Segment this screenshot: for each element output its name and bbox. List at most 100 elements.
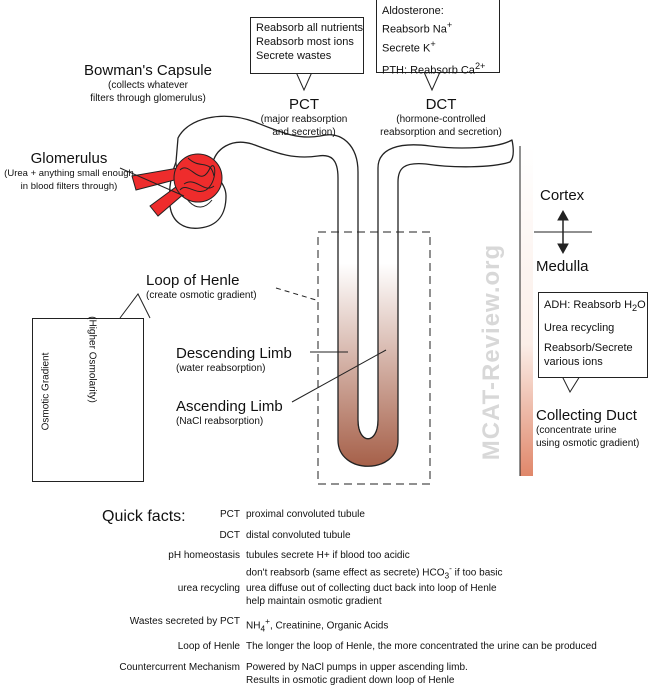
quick-fact-sub: 3	[444, 570, 450, 581]
pct-info-box	[250, 17, 364, 74]
loop-bend	[357, 419, 379, 440]
cortex-label: Cortex	[540, 187, 585, 204]
dct-sup: 2+	[474, 61, 486, 72]
quick-fact-text: if too basic	[451, 567, 503, 579]
dct-text: PTH: Reabsorb Ca	[382, 64, 475, 77]
pct-title: PCT	[289, 96, 319, 113]
quick-fact-value: tubules secrete H+ if blood too acidic d…	[246, 549, 656, 582]
bowman-title: Bowman's Capsule	[84, 62, 212, 79]
quick-fact-key: Loop of Henle	[177, 641, 240, 652]
quick-fact-sup: +	[265, 616, 270, 626]
leader-lines	[119, 167, 387, 403]
quick-fact-text: NH	[246, 620, 261, 632]
ascending-desc: (NaCl reabsorption)	[176, 416, 264, 427]
dct-box-line: Reabsorb Na+	[382, 18, 485, 37]
quick-fact-line: Powered by NaCl pumps in upper ascending…	[246, 662, 468, 673]
ascending-label: Ascending Limb (NaCl reabsorption)	[176, 398, 283, 428]
collecting-title: Collecting Duct	[536, 407, 637, 424]
quick-fact-key: DCT	[219, 530, 240, 541]
quick-fact-line: don't reabsorb (same effect as secrete) …	[246, 562, 656, 582]
quick-fact-value: proximal convoluted tubule	[246, 509, 365, 520]
adh-box-line: various ions	[544, 356, 603, 369]
double-arrow-icon	[557, 209, 569, 255]
dct-label: DCT (hormone-controlled reabsorption and…	[366, 96, 516, 139]
adh-text: O	[637, 299, 646, 311]
dct-title: DCT	[425, 96, 457, 113]
glomerulus-label: Glomerulus (Urea + anything small enough…	[0, 150, 138, 193]
quick-facts-title: Quick facts:	[102, 508, 186, 525]
adh-box-line: Urea recycling	[544, 322, 615, 335]
nephron-tubule	[168, 115, 514, 467]
pct-label: PCT (major reabsorption and secretion)	[244, 96, 364, 139]
quick-fact-key: pH homeostasis	[168, 550, 240, 561]
quick-fact-value: The longer the loop of Henle, the more c…	[246, 641, 597, 652]
glomerulus-title: Glomerulus	[30, 150, 108, 167]
collecting-desc: using osmotic gradient)	[536, 438, 640, 449]
pct-box-line: Secrete wastes	[256, 50, 332, 62]
quick-fact-line: tubules secrete H+ if blood too acidic	[246, 550, 410, 561]
quick-fact-key: PCT	[220, 509, 240, 520]
osmotic-gradient-label: Osmotic Gradient	[40, 352, 52, 431]
quick-fact-text: , Creatinine, Organic Acids	[269, 620, 389, 632]
loop-label: Loop of Henle (create osmotic gradient)	[146, 272, 257, 302]
glomerulus-desc: in blood filters through)	[20, 181, 118, 192]
quick-fact-value: NH4+, Creatinine, Organic Acids	[246, 615, 656, 635]
osmotic-gradient-box	[32, 318, 144, 482]
dct-text: Secrete K	[382, 42, 431, 55]
dct-info-box	[376, 0, 500, 73]
dct-box-line: Secrete K+	[382, 37, 485, 56]
bowman-desc: (collects whatever	[107, 80, 189, 91]
higher-osmolarity-label: (Higher Osmolarity)	[86, 316, 98, 403]
quick-fact-line: help maintain osmotic gradient	[246, 596, 382, 607]
loop-title: Loop of Henle	[146, 272, 240, 289]
pct-desc: and secretion)	[272, 127, 336, 138]
pct-box-line: Reabsorb most ions	[256, 36, 354, 48]
quick-fact-key: Countercurrent Mechanism	[119, 662, 240, 673]
quick-fact-sup: -	[449, 563, 452, 573]
quick-fact-key: urea recycling	[177, 583, 240, 594]
pct-desc: (major reabsorption	[260, 114, 348, 125]
collecting-desc: (concentrate urine	[536, 425, 617, 436]
dct-box-line: PTH: Reabsorb Ca2+	[382, 59, 485, 78]
adh-text: ADH: Reabsorb H	[544, 299, 633, 311]
quick-fact-text: don't reabsorb (same effect as secrete) …	[246, 567, 445, 579]
dct-box-text: Aldosterone: Reabsorb Na+ Secrete K+ PTH…	[382, 4, 485, 78]
glomerulus-vessels	[131, 167, 187, 217]
collecting-label: Collecting Duct (concentrate urine using…	[536, 407, 654, 450]
ascending-title: Ascending Limb	[176, 398, 283, 415]
collecting-duct	[520, 146, 533, 476]
dct-desc: reabsorption and secretion)	[380, 127, 502, 138]
dct-desc: (hormone-controlled	[396, 114, 486, 125]
pct-box-text: Reabsorb all nutrients Reabsorb most ion…	[256, 21, 363, 63]
bowman-desc: filters through glomerulus)	[90, 93, 206, 104]
dct-box-line: Aldosterone:	[382, 5, 444, 17]
quick-fact-key: Wastes secreted by PCT	[129, 616, 240, 627]
medulla-label: Medulla	[536, 258, 589, 275]
quick-fact-value: Powered by NaCl pumps in upper ascending…	[246, 661, 656, 687]
quick-fact-line: Results in osmotic gradient down loop of…	[246, 675, 455, 686]
watermark: MCAT-Review.org	[478, 243, 505, 461]
descending-title: Descending Limb	[176, 345, 292, 362]
callout-pointers	[119, 71, 581, 394]
loop-desc: (create osmotic gradient)	[146, 290, 257, 301]
descending-desc: (water reabsorption)	[176, 363, 266, 374]
glomerulus-desc: (Urea + anything small enough	[4, 168, 134, 179]
glomerulus-tuft	[173, 153, 223, 203]
dct-text: Reabsorb Na	[382, 23, 447, 36]
dct-sup: +	[446, 20, 453, 30]
adh-box-line: ADH: Reabsorb H2O	[544, 298, 648, 315]
quick-fact-line: urea diffuse out of collecting duct back…	[246, 583, 497, 594]
adh-box-line: Reabsorb/Secrete	[544, 342, 633, 355]
adh-info-box	[538, 292, 648, 378]
quick-fact-sub: 4	[260, 623, 266, 634]
pct-box-line: Reabsorb all nutrients	[256, 22, 364, 34]
quick-fact-value: distal convoluted tubule	[246, 530, 351, 541]
adh-sub: 2	[632, 303, 638, 314]
quick-fact-value: urea diffuse out of collecting duct back…	[246, 582, 656, 608]
bowman-label: Bowman's Capsule (collects whatever filt…	[62, 62, 234, 105]
loop-dashed-box	[317, 231, 431, 485]
dct-sup: +	[430, 38, 436, 49]
descending-label: Descending Limb (water reabsorption)	[176, 345, 292, 375]
adh-box-text: ADH: Reabsorb H2O Urea recycling Reabsor…	[544, 298, 648, 369]
